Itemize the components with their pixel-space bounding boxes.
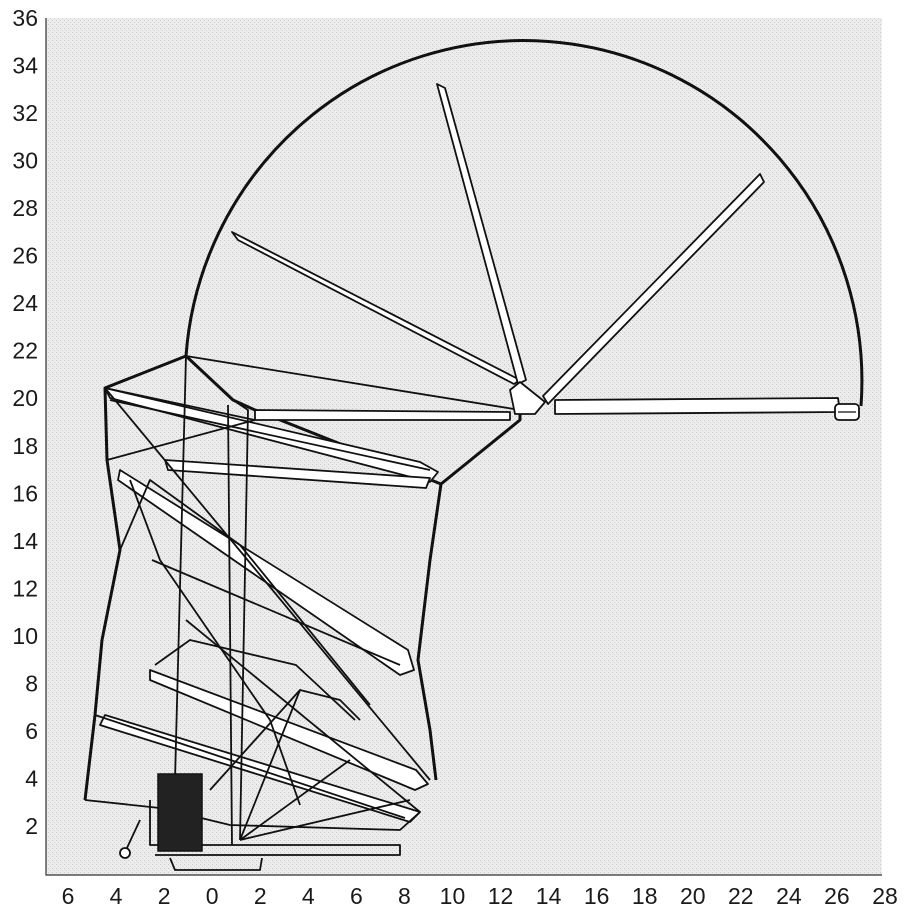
- y-tick-label: 30: [12, 148, 38, 174]
- base-carrier: [84, 799, 421, 871]
- x-tick-label: 4: [302, 883, 315, 909]
- hook-block: [834, 403, 860, 421]
- y-tick-label: 8: [25, 670, 38, 696]
- boom-arm: [99, 83, 841, 823]
- axis-frame: [45, 18, 882, 876]
- y-tick-label: 18: [12, 433, 38, 459]
- y-tick-label: 28: [12, 195, 38, 221]
- y-tick-label: 32: [12, 100, 38, 126]
- x-tick-label: 10: [440, 883, 466, 909]
- y-tick-label: 22: [12, 338, 38, 364]
- x-tick-label: 6: [350, 883, 363, 909]
- y-tick-label: 24: [12, 290, 38, 316]
- x-tick-label: 2: [158, 883, 171, 909]
- x-tick-label: 2: [254, 883, 267, 909]
- x-tick-label: 16: [584, 883, 610, 909]
- x-tick-label: 18: [632, 883, 658, 909]
- boom-heel: [509, 381, 546, 415]
- y-tick-label: 36: [12, 5, 38, 31]
- y-tick-label: 10: [12, 623, 38, 649]
- y-tick-label: 14: [12, 528, 38, 554]
- y-tick-label: 2: [25, 813, 38, 839]
- reach-arc: [184, 39, 864, 407]
- y-tick-label: 34: [12, 53, 38, 79]
- x-tick-label: 12: [488, 883, 514, 909]
- x-tick-label: 22: [728, 883, 754, 909]
- y-tick-label: 4: [25, 765, 38, 791]
- x-tick-label: 26: [824, 883, 850, 909]
- y-tick-label: 16: [12, 480, 38, 506]
- x-tick-label: 24: [776, 883, 802, 909]
- y-tick-label: 26: [12, 243, 38, 269]
- y-tick-label: 12: [12, 575, 38, 601]
- x-tick-label: 8: [398, 883, 411, 909]
- y-tick-label: 6: [25, 718, 38, 744]
- x-tick-label: 20: [680, 883, 706, 909]
- x-tick-label: 6: [62, 883, 75, 909]
- x-tick-label: 14: [536, 883, 562, 909]
- x-tick-label: 0: [206, 883, 219, 909]
- counterweight-block: [157, 773, 203, 852]
- y-tick-label: 20: [12, 385, 38, 411]
- x-tick-label: 4: [110, 883, 123, 909]
- x-tick-label: 28: [872, 883, 898, 909]
